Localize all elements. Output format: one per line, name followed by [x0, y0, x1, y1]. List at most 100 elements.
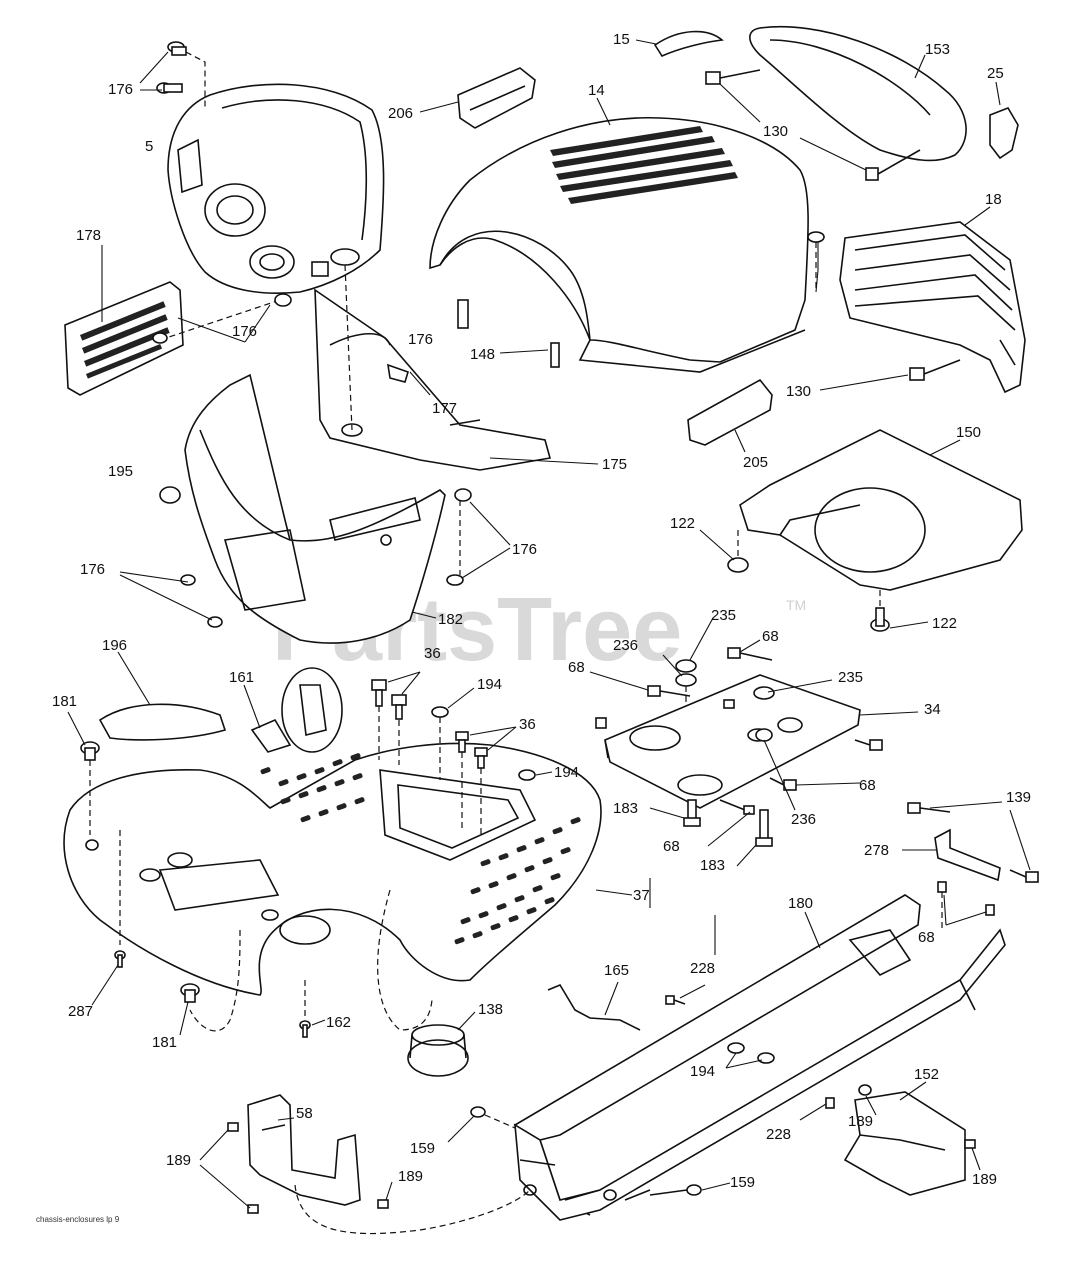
callout-122: 122: [932, 615, 957, 632]
part-15: [653, 30, 724, 58]
callout-152: 152: [914, 1066, 939, 1083]
fastener-122: [727, 530, 890, 632]
callout-68: 68: [762, 628, 779, 645]
screw-159: [470, 1106, 702, 1196]
callout-236: 236: [613, 637, 638, 654]
callout-195: 195: [108, 463, 133, 480]
callout-176: 176: [512, 541, 537, 558]
callout-182: 182: [438, 611, 463, 628]
bracket-175-part: [314, 248, 552, 471]
callout-189: 189: [166, 1152, 191, 1169]
callout-148: 148: [470, 346, 495, 363]
callout-68: 68: [918, 929, 935, 946]
part-25: [989, 107, 1019, 160]
callout-68: 68: [663, 838, 680, 855]
grommet-138: [407, 1024, 469, 1077]
callout-194: 194: [690, 1063, 715, 1080]
callout-196: 196: [102, 637, 127, 654]
callout-176: 176: [408, 331, 433, 348]
callout-138: 138: [478, 1001, 503, 1018]
callout-36: 36: [424, 645, 441, 662]
battery-tray-part: [739, 429, 1023, 591]
dash-panel-part: [167, 83, 385, 294]
callout-165: 165: [604, 962, 629, 979]
part-148-a: [457, 299, 469, 329]
callout-34: 34: [924, 701, 941, 718]
callout-206: 206: [388, 105, 413, 122]
callout-189: 189: [398, 1168, 423, 1185]
callout-235: 235: [838, 669, 863, 686]
fastener-176-top: [156, 41, 206, 110]
bracket-58-part: [227, 1094, 389, 1214]
part-205: [687, 378, 773, 446]
callout-194: 194: [477, 676, 502, 693]
callout-150: 150: [956, 424, 981, 441]
callout-14: 14: [588, 82, 605, 99]
spring-165: [547, 983, 641, 1031]
callout-159: 159: [730, 1174, 755, 1191]
callout-37: 37: [633, 887, 650, 904]
part-196: [98, 703, 227, 741]
callout-25: 25: [987, 65, 1004, 82]
callout-177: 177: [432, 400, 457, 417]
callout-183: 183: [700, 857, 725, 874]
part-195: [159, 486, 181, 504]
hood-part: [429, 116, 809, 373]
fender-body-part: [63, 742, 602, 1032]
callout-287: 287: [68, 1003, 93, 1020]
callout-153: 153: [925, 41, 950, 58]
callout-159: 159: [410, 1140, 435, 1157]
push-rivet-181: [80, 741, 200, 1003]
screw-162: [299, 980, 311, 1038]
callout-68: 68: [859, 777, 876, 794]
part-177: [387, 363, 409, 383]
callout-36: 36: [519, 716, 536, 733]
callout-228: 228: [690, 960, 715, 977]
callout-189: 189: [972, 1171, 997, 1188]
callout-162: 162: [326, 1014, 351, 1031]
watermark-trademark: TM: [786, 597, 806, 613]
frame-180-part: [513, 894, 1006, 1221]
callout-130: 130: [763, 123, 788, 140]
callout-15: 15: [613, 31, 630, 48]
callout-68: 68: [568, 659, 585, 676]
callout-161: 161: [229, 669, 254, 686]
callout-178: 178: [76, 227, 101, 244]
callout-236: 236: [791, 811, 816, 828]
drawing-code: chassis-enclosures lp 9: [36, 1215, 120, 1224]
part-161: [250, 667, 343, 753]
callout-176: 176: [108, 81, 133, 98]
callout-122: 122: [670, 515, 695, 532]
part-206: [457, 67, 536, 129]
enclosure-182-part: [152, 293, 472, 644]
callout-194: 194: [554, 764, 579, 781]
grille-part: [839, 221, 1026, 394]
callout-235: 235: [711, 607, 736, 624]
callout-18: 18: [985, 191, 1002, 208]
plate-178-part: [64, 281, 184, 396]
callout-labels: 176 5 178 206 14 15 153 25 130 18 176 17…: [52, 31, 1031, 1191]
fastener-130-bottom: [807, 231, 961, 381]
bolts-36: [371, 679, 488, 835]
screw-228: [665, 995, 835, 1109]
callout-181: 181: [52, 693, 77, 710]
part-153: [749, 25, 967, 162]
callout-176: 176: [232, 323, 257, 340]
callout-278: 278: [864, 842, 889, 859]
plate-34-part: [595, 647, 883, 847]
washers-194: [431, 706, 536, 781]
callout-189: 189: [848, 1113, 873, 1130]
callout-139: 139: [1006, 789, 1031, 806]
part-148-b: [550, 342, 560, 368]
screw-287: [114, 950, 126, 968]
bracket-278-part: [907, 802, 1039, 930]
callout-175: 175: [602, 456, 627, 473]
callout-228: 228: [766, 1126, 791, 1143]
callout-130: 130: [786, 383, 811, 400]
fastener-130-top: [705, 69, 921, 181]
washers-194-frame: [727, 1042, 775, 1064]
callout-181: 181: [152, 1034, 177, 1051]
callout-5: 5: [145, 138, 153, 155]
